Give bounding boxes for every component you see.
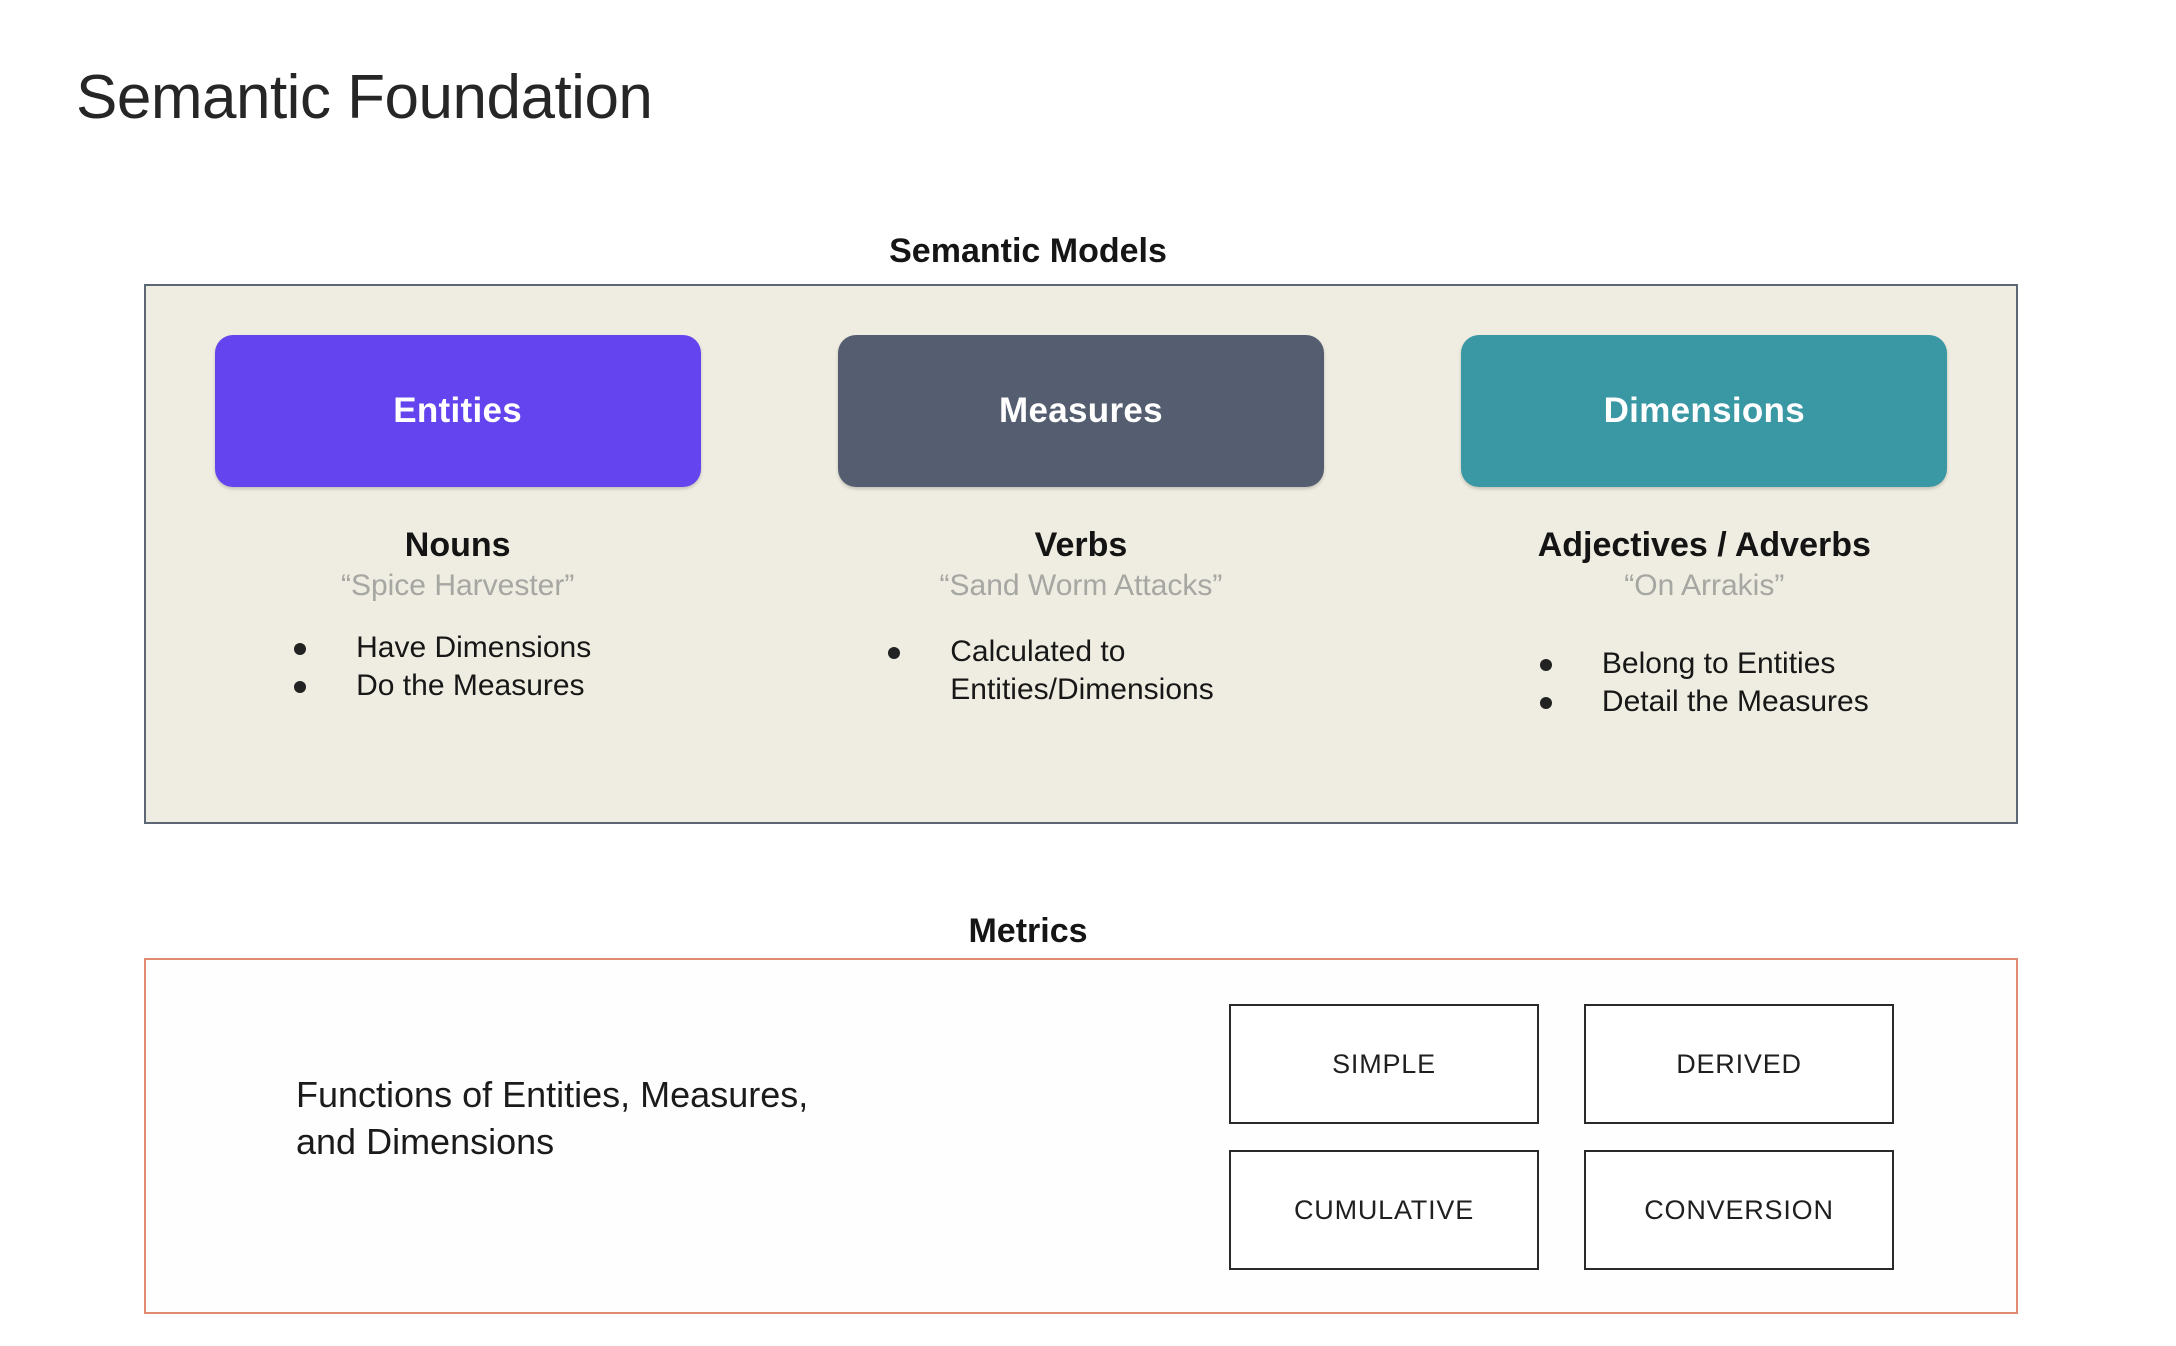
list-item: Detail the Measures <box>1539 683 1869 721</box>
bullet-text: Calculated to Entities/Dimensions <box>950 635 1214 706</box>
metric-tile-simple[interactable]: SIMPLE <box>1229 1004 1539 1124</box>
semantic-models-panel: Entities Nouns “Spice Harvester” Have Di… <box>144 284 2018 824</box>
part-of-speech-measures: Verbs <box>1034 526 1128 564</box>
example-measures: “Sand Worm Attacks” <box>939 569 1223 602</box>
bullet-dot-icon <box>1539 659 1552 671</box>
bullet-dot-icon <box>294 643 307 655</box>
metric-tile-derived[interactable]: DERIVED <box>1584 1004 1894 1124</box>
semantic-column-dimensions: Dimensions Adjectives / Adverbs “On Arra… <box>1393 286 2016 822</box>
page-title: Semantic Foundation <box>76 63 653 132</box>
metrics-panel: Functions of Entities, Measures, and Dim… <box>144 958 2018 1314</box>
metric-tile-conversion[interactable]: CONVERSION <box>1584 1150 1894 1270</box>
metric-tiles-grid: SIMPLE DERIVED CUMULATIVE CONVERSION <box>1229 1004 1894 1270</box>
list-item: Have Dimensions <box>294 629 591 667</box>
bullet-list-entities: Have Dimensions Do the Measures <box>294 629 591 705</box>
semantic-models-columns: Entities Nouns “Spice Harvester” Have Di… <box>146 286 2016 822</box>
bullet-dot-icon <box>294 680 307 693</box>
semantic-column-measures: Measures Verbs “Sand Worm Attacks” Calcu… <box>769 286 1392 822</box>
bullet-text: Do the Measures <box>356 668 585 702</box>
metrics-caption: Metrics <box>968 912 1088 950</box>
chip-measures[interactable]: Measures <box>837 335 1324 487</box>
bullet-dot-icon <box>888 647 901 659</box>
bullet-text: Belong to Entities <box>1601 647 1836 680</box>
example-dimensions: “On Arrakis” <box>1624 569 1785 602</box>
chip-dimensions[interactable]: Dimensions <box>1461 335 1948 487</box>
bullet-dot-icon <box>1539 696 1552 709</box>
semantic-column-entities: Entities Nouns “Spice Harvester” Have Di… <box>146 286 769 822</box>
part-of-speech-dimensions: Adjectives / Adverbs <box>1537 526 1871 564</box>
list-item: Do the Measures <box>294 667 591 705</box>
list-item: Calculated to Entities/Dimensions <box>888 633 1214 709</box>
bullet-list-measures: Calculated to Entities/Dimensions <box>888 633 1214 709</box>
metrics-description: Functions of Entities, Measures, and Dim… <box>296 1074 809 1162</box>
bullet-text: Detail the Measures <box>1601 684 1869 718</box>
semantic-models-caption: Semantic Models <box>889 232 1167 270</box>
bullet-list-dimensions: Belong to Entities Detail the Measures <box>1539 645 1869 721</box>
list-item: Belong to Entities <box>1539 645 1869 683</box>
part-of-speech-entities: Nouns <box>404 526 511 564</box>
example-entities: “Spice Harvester” <box>340 569 575 602</box>
chip-entities[interactable]: Entities <box>214 335 701 487</box>
metric-tile-cumulative[interactable]: CUMULATIVE <box>1229 1150 1539 1270</box>
bullet-text: Have Dimensions <box>356 631 592 664</box>
